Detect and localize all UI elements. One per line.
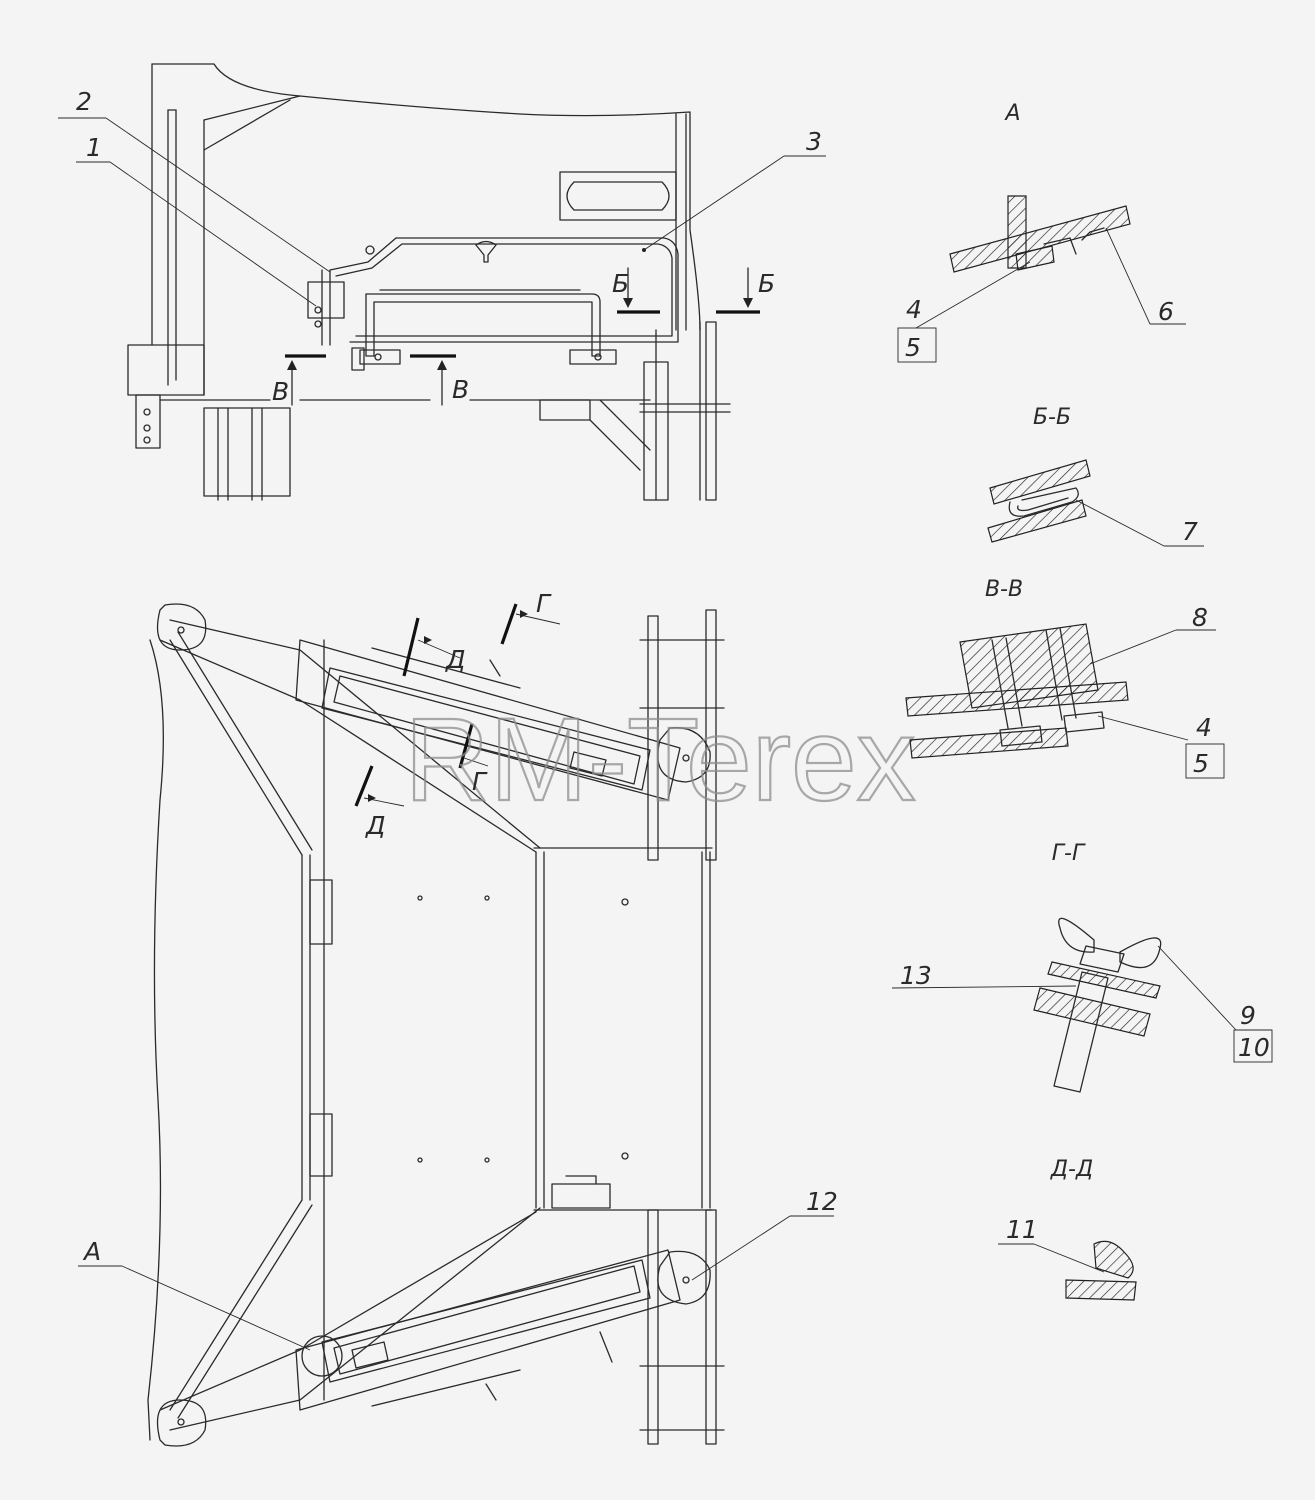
section-mark-b-2: Б	[758, 269, 775, 298]
detail-v-v: В-В	[905, 577, 1216, 759]
callout-2: 2	[76, 87, 92, 116]
detail-a: А	[915, 101, 1186, 329]
detail-a-plate	[949, 205, 1131, 273]
watermark: RM-Terex	[404, 694, 915, 826]
detail-b-b: Б-Б	[987, 405, 1204, 547]
view-title-a: А	[1003, 101, 1020, 126]
callout-4-v: 4	[1196, 713, 1212, 742]
callout-9: 9	[1240, 1001, 1256, 1030]
section-mark-d-2: Д	[365, 811, 386, 840]
callout-3: 3	[806, 127, 822, 156]
callout-13: 13	[900, 961, 932, 990]
handle-bar	[365, 293, 601, 357]
battery-box-side	[329, 237, 679, 343]
callouts: 2 1 3 4 5 6 7 8 4 5 13 9 10 11 12 А Б Б …	[76, 87, 1273, 1266]
callout-7: 7	[1182, 517, 1198, 546]
section-mark-g-1: Г	[536, 589, 552, 618]
wing-nut-left-ear	[1058, 917, 1095, 953]
view-title-g-g: Г-Г	[1052, 841, 1086, 866]
battery-box-bottom	[295, 1249, 681, 1411]
callout-12: 12	[806, 1187, 838, 1216]
callout-10: 10	[1238, 1033, 1270, 1062]
battery-box-top	[295, 639, 681, 801]
callout-5-a: 5	[905, 333, 921, 362]
section-mark-v-1: В	[272, 377, 289, 406]
washer	[1047, 961, 1161, 999]
view-title-v-v: В-В	[985, 577, 1023, 602]
clip	[1093, 1240, 1134, 1279]
section-mark-g-2: Г	[472, 767, 488, 796]
detail-b-plate	[989, 459, 1091, 505]
track-right	[643, 361, 669, 501]
callout-a: А	[82, 1237, 101, 1266]
section-mark-b-1: Б	[612, 269, 629, 298]
track-left	[203, 407, 291, 497]
wing-nut-side	[475, 240, 497, 263]
frame-outline	[151, 63, 701, 331]
callout-5-v-box	[1185, 743, 1225, 779]
pivot-top-right	[657, 727, 711, 783]
callout-8: 8	[1192, 603, 1208, 632]
detail-g-g: Г-Г	[891, 841, 1272, 1093]
callout-4-a: 4	[906, 295, 922, 324]
pivot-top-left	[156, 603, 207, 651]
callout-5-a-box	[897, 327, 937, 363]
bolt	[1053, 971, 1109, 1093]
detail-d-d: Д-Д	[998, 1157, 1137, 1301]
inspection-hatch	[566, 181, 670, 211]
callout-10-box	[1233, 1029, 1273, 1063]
plan-view	[78, 603, 834, 1447]
callout-6: 6	[1158, 297, 1174, 326]
wing-nut-right-ear	[1119, 937, 1162, 969]
callout-11: 11	[1006, 1215, 1038, 1244]
section-mark-d-1: Д	[445, 645, 466, 674]
section-mark-v-2: В	[452, 375, 469, 404]
callout-1: 1	[86, 133, 102, 162]
pivot-bottom-left	[156, 1399, 207, 1447]
view-title-b-b: Б-Б	[1033, 405, 1071, 430]
wavy-break-line	[147, 639, 164, 1441]
side-view	[58, 63, 826, 501]
callout-5-v: 5	[1193, 749, 1209, 778]
view-title-d-d: Д-Д	[1050, 1157, 1093, 1182]
